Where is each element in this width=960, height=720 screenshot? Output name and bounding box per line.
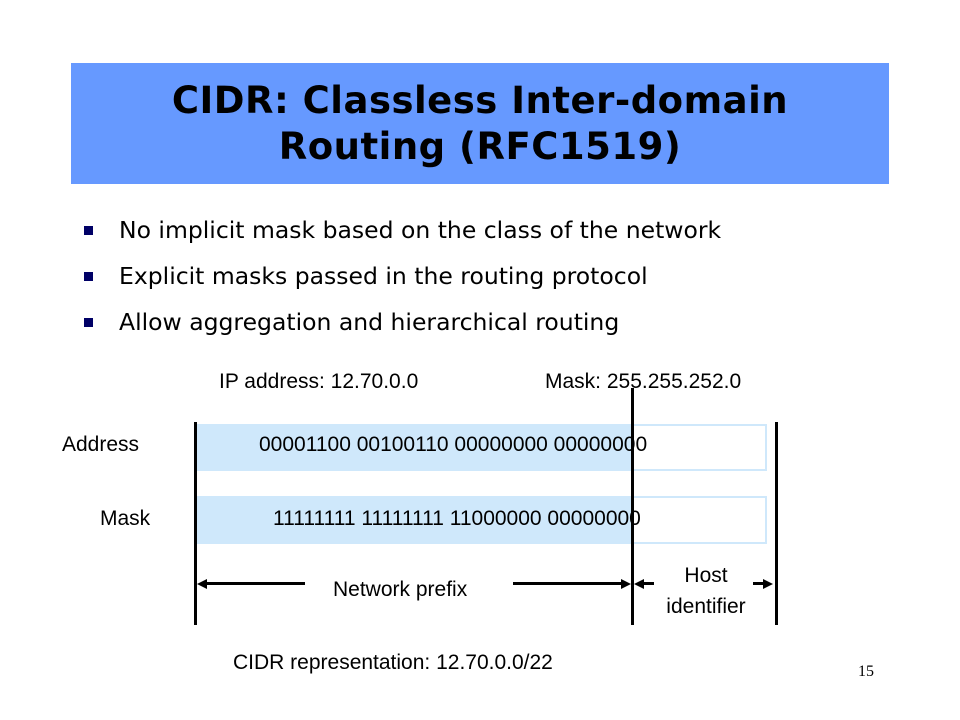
bullet-text: No implicit mask based on the class of t… bbox=[119, 216, 722, 244]
network-prefix-arrow-left-shaft bbox=[205, 582, 305, 585]
page-number: 15 bbox=[858, 663, 874, 680]
network-prefix-left-arrow-icon bbox=[197, 579, 207, 589]
square-bullet-icon bbox=[84, 272, 93, 281]
title-banner: CIDR: Classless Inter-domain Routing (RF… bbox=[71, 63, 889, 184]
host-identifier-line-1: Host bbox=[684, 564, 728, 587]
right-boundary-line bbox=[775, 422, 778, 625]
mask-bits: 11111111 11111111 11000000 00000000 bbox=[273, 507, 641, 530]
title-line-2: Routing (RFC1519) bbox=[278, 124, 682, 168]
host-id-right-arrow-icon bbox=[763, 579, 773, 589]
bullet-item: Allow aggregation and hierarchical routi… bbox=[84, 306, 904, 352]
address-row-label: Address bbox=[62, 433, 140, 456]
mask-prefix-fill bbox=[196, 496, 632, 544]
bullet-text: Allow aggregation and hierarchical routi… bbox=[119, 308, 620, 336]
address-prefix-fill bbox=[196, 424, 632, 471]
bullet-item: No implicit mask based on the class of t… bbox=[84, 214, 904, 260]
host-identifier-label: Host identifier bbox=[656, 560, 756, 622]
square-bullet-icon bbox=[84, 226, 93, 235]
address-bits: 00001100 00100110 00000000 00000000 bbox=[259, 433, 648, 456]
host-id-arrow-left-shaft bbox=[642, 582, 654, 585]
host-id-left-arrow-icon bbox=[634, 579, 644, 589]
bullet-item: Explicit masks passed in the routing pro… bbox=[84, 260, 904, 306]
mask-label: Mask: 255.255.252.0 bbox=[545, 370, 742, 393]
bullet-text: Explicit masks passed in the routing pro… bbox=[119, 262, 648, 290]
network-prefix-right-arrow-icon bbox=[621, 579, 631, 589]
left-boundary-line bbox=[194, 422, 197, 625]
host-id-arrow-right-shaft bbox=[753, 582, 763, 585]
prefix-boundary-line bbox=[631, 388, 634, 625]
network-prefix-label: Network prefix bbox=[333, 578, 468, 601]
ip-address-label: IP address: 12.70.0.0 bbox=[219, 370, 419, 393]
network-prefix-arrow-right-shaft bbox=[513, 582, 621, 585]
square-bullet-icon bbox=[84, 318, 93, 327]
host-identifier-line-2: identifier bbox=[666, 595, 746, 618]
slide-title: CIDR: Classless Inter-domain Routing (RF… bbox=[172, 78, 788, 170]
cidr-representation: CIDR representation: 12.70.0.0/22 bbox=[233, 651, 553, 674]
mask-row-label: Mask bbox=[100, 507, 151, 530]
title-line-1: CIDR: Classless Inter-domain bbox=[171, 78, 789, 122]
bullet-list: No implicit mask based on the class of t… bbox=[84, 214, 904, 352]
